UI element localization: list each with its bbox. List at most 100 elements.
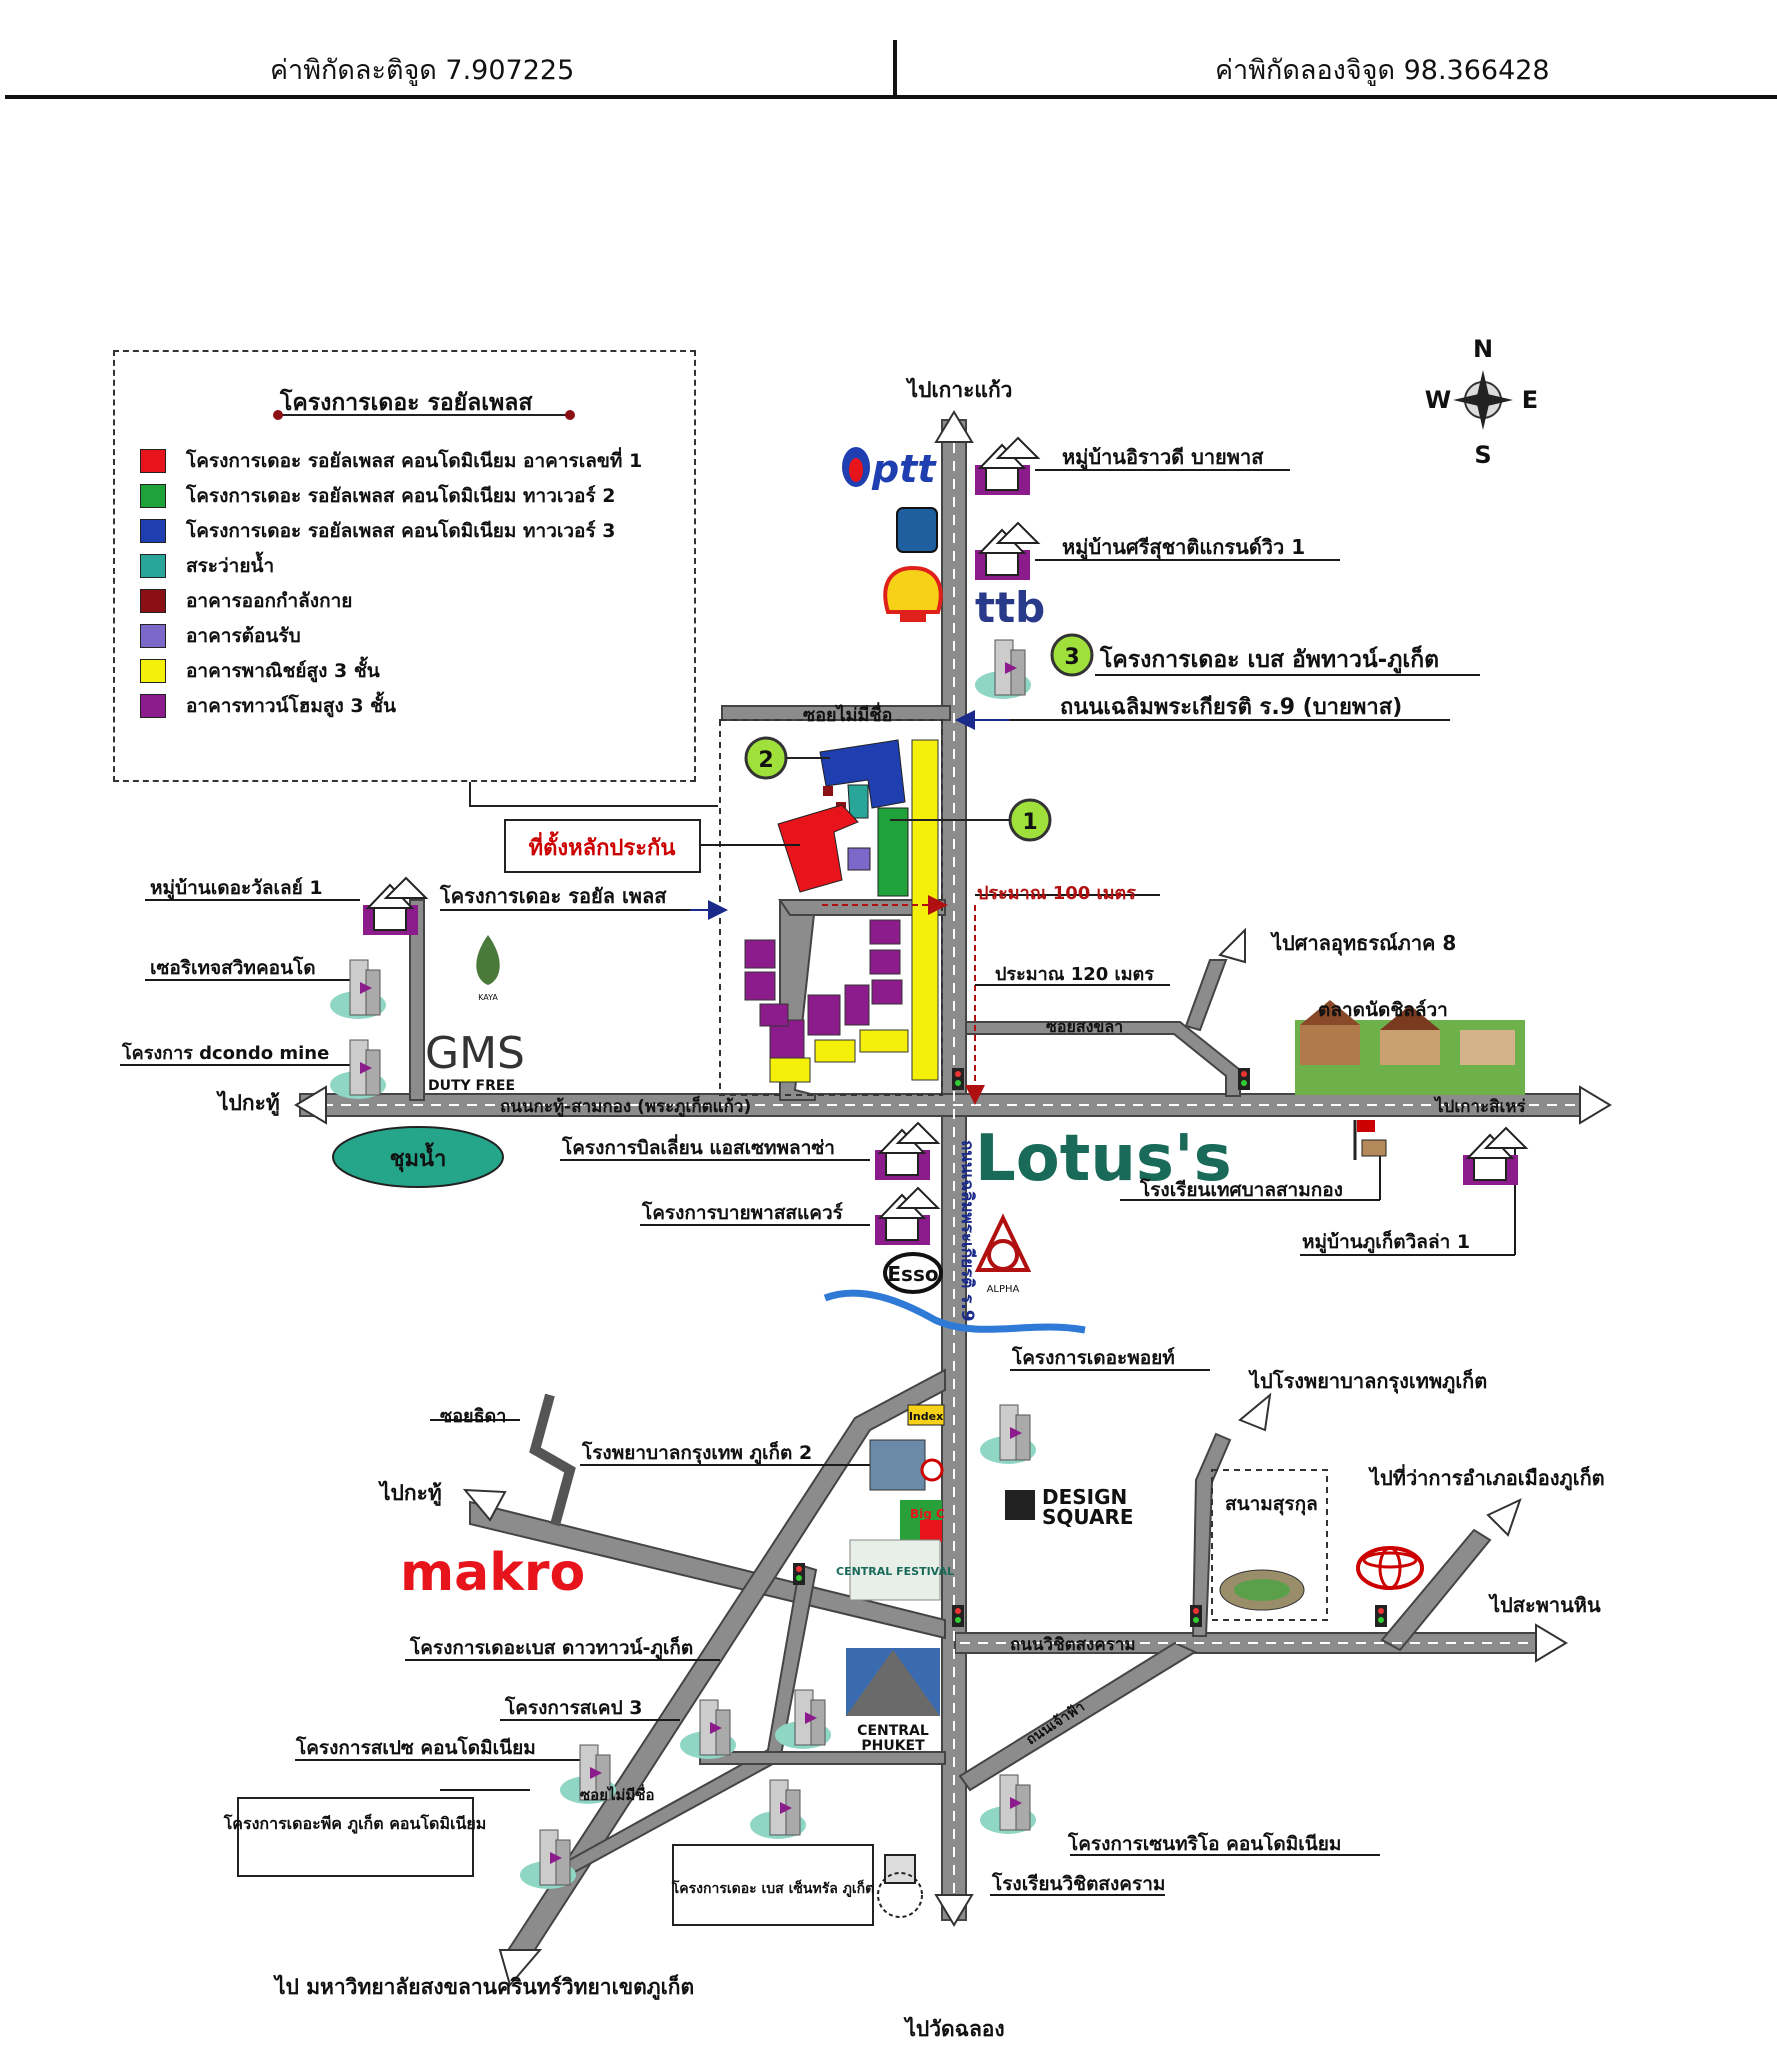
legend-title-dot-right — [565, 410, 575, 420]
label-stadium: สนามสุรกุล — [1225, 1493, 1318, 1516]
label-approx-120: ประมาณ 120 เมตร — [995, 964, 1154, 985]
building-1 — [777, 804, 859, 893]
commercial-unit-b — [814, 1039, 856, 1063]
header-divider — [893, 40, 897, 98]
label-soi-no-name: ซอยไม่มีชื่อ — [803, 702, 892, 726]
collateral-label: ที่ตั้งหลักประกัน — [529, 831, 676, 861]
swimming-pool — [847, 784, 869, 819]
arrow-court — [1218, 927, 1246, 964]
phuket-text: PHUKET — [861, 1738, 925, 1754]
label-to-koh-kaew: ไปเกาะแก้ว — [906, 377, 1013, 402]
base-central-box — [672, 1844, 874, 1926]
commercial-unit-c — [769, 1057, 811, 1083]
project-site-plan — [719, 719, 943, 1096]
legend-item-label: อาคารพาณิชย์สูง 3 ชั้น — [186, 660, 380, 682]
townhome-4 — [844, 984, 870, 1026]
central-festival-text: CENTRAL FESTIVAL — [836, 1565, 954, 1578]
map-labels: ไปเกาะแก้ว หมู่บ้านอิราวดี บายพาส หมู่บ้… — [121, 377, 1605, 2041]
legend-swatch — [140, 694, 166, 718]
townhome-2 — [869, 949, 901, 975]
compass-n: N — [1473, 335, 1493, 363]
label-soi-songkhla: ซอยสงขลา — [1046, 1017, 1123, 1036]
townhome-3 — [871, 979, 903, 1005]
road-chaofa — [958, 1641, 1198, 1792]
legend-item: อาคารพาณิชย์สูง 3 ชั้น — [140, 658, 380, 684]
road-centerlines — [305, 425, 1585, 1915]
commercial-unit-a — [859, 1029, 909, 1053]
label-to-kathu-2: ไปกะทู้ — [378, 1480, 442, 1507]
label-bangkok-hospital: โรงพยาบาลกรุงเทพ ภูเก็ต 2 — [581, 1440, 812, 1465]
compass-s: S — [1474, 441, 1491, 469]
label-to-court: ไปศาลอุทธรณ์ภาค 8 — [1270, 931, 1456, 956]
index-text: Index — [909, 1410, 943, 1423]
ptt-text: ptt — [871, 447, 937, 491]
legend-item-label: อาคารออกกำลังกาย — [186, 590, 353, 612]
townhome-9 — [759, 1003, 789, 1027]
legend-title-dot-left — [273, 410, 283, 420]
house-icon — [975, 436, 1041, 495]
house-icon — [875, 1186, 941, 1245]
townhome-7 — [744, 939, 776, 969]
condo-icon — [520, 1829, 576, 1889]
road-arrows — [294, 410, 1612, 1988]
condo-icon — [560, 1744, 616, 1804]
legend-item: โครงการเดอะ รอยัลเพลส คอนโดมิเนียม ทาวเว… — [140, 483, 616, 509]
legend-item-label: โครงการเดอะ รอยัลเพลส คอนโดมิเนียม ทาวเว… — [186, 485, 616, 507]
label-kathu-road: ถนนกะทู้-สามกอง (พระภูเก็ตแก้ว) — [500, 1094, 751, 1118]
label-chaloem-road: ถนนเฉลิมพระเกียรติ ร.9 (บายพาส) — [1060, 695, 1402, 720]
label-base-downtown: โครงการเดอะเบส ดาวทาวน์-ภูเก็ต — [409, 1635, 693, 1660]
big-c-logo: Big C — [900, 1500, 945, 1542]
label-wichit-road: ถนนวิชิตสงคราม — [1010, 1635, 1136, 1655]
central-text: CENTRAL — [857, 1723, 929, 1739]
kaya-text: KAYA — [478, 993, 498, 1002]
collateral-box — [504, 819, 701, 873]
legend-swatch — [140, 624, 166, 648]
label-village-irawadee: หมู่บ้านอิราวดี บายพาส — [1062, 445, 1264, 471]
stadium-boundary — [1211, 1469, 1328, 1621]
alpha-text: ALPHA — [987, 1284, 1020, 1295]
label-approx-100: ประมาณ 100 เมตร — [977, 883, 1136, 904]
legend-swatch — [140, 519, 166, 543]
toyota-logo — [1356, 1546, 1424, 1590]
tower-2-building — [877, 807, 909, 897]
gym-building — [823, 786, 833, 796]
marker-2-label: 2 — [758, 748, 773, 773]
legend-item-label: อาคารต้อนรับ — [186, 625, 301, 647]
label-to-district: ไปที่ว่าการอำเภอเมืองภูเก็ต — [1368, 1463, 1605, 1492]
road-to-hospital — [1191, 1432, 1232, 1637]
arrow-university — [498, 1949, 543, 1988]
label-to-wat-chalong: ไปวัดฉลอง — [903, 2016, 1004, 2041]
arrow-district — [1486, 1498, 1522, 1537]
legend-swatch — [140, 449, 166, 473]
condo-icon — [980, 1774, 1036, 1834]
shell-logo — [883, 565, 943, 622]
marker-1-label: 1 — [1022, 810, 1037, 835]
gms-text: GMS — [425, 1028, 525, 1079]
condo-icon — [975, 639, 1031, 699]
commercial-buildings — [911, 739, 939, 1081]
ttb-logo: ttb — [975, 583, 1045, 632]
legend-title: โครงการเดอะ รอยัลเพลส — [280, 390, 533, 416]
condo-icon — [775, 1689, 831, 1749]
legend-item: โครงการเดอะ รอยัลเพลส คอนโดมิเนียม อาคาร… — [140, 448, 642, 474]
callout-lines — [120, 469, 1516, 1896]
numbered-markers: 2 1 3 — [744, 633, 1094, 842]
legend-swatch — [140, 589, 166, 613]
condo-icon — [680, 1699, 736, 1759]
square-text: SQUARE — [1042, 1505, 1134, 1529]
bank-icon — [896, 507, 938, 553]
label-to-saphan-hin: ไปสะพานหิน — [1488, 1593, 1601, 1617]
label-school-samkong: โรงเรียนเทศบาลสามกอง — [1139, 1178, 1343, 1201]
house-icon — [975, 521, 1041, 580]
kaya-logo: KAYA — [476, 935, 500, 1002]
label-centrio: โครงการเซนทริโอ คอนโดมิเนียม — [1067, 1832, 1341, 1855]
label-to-bangkok-hospital: ไปโรงพยาบาลกรุงเทพภูเก็ต — [1248, 1368, 1487, 1395]
esso-text: Esso — [887, 1262, 938, 1286]
house-icon — [875, 1121, 941, 1180]
ptt-logo: ptt — [842, 447, 937, 491]
chumnam-area — [332, 1126, 504, 1188]
legend-swatch — [140, 554, 166, 578]
chumnam-label: ชุมน้ำ — [390, 1142, 447, 1173]
marker-3-label: 3 — [1064, 645, 1079, 670]
